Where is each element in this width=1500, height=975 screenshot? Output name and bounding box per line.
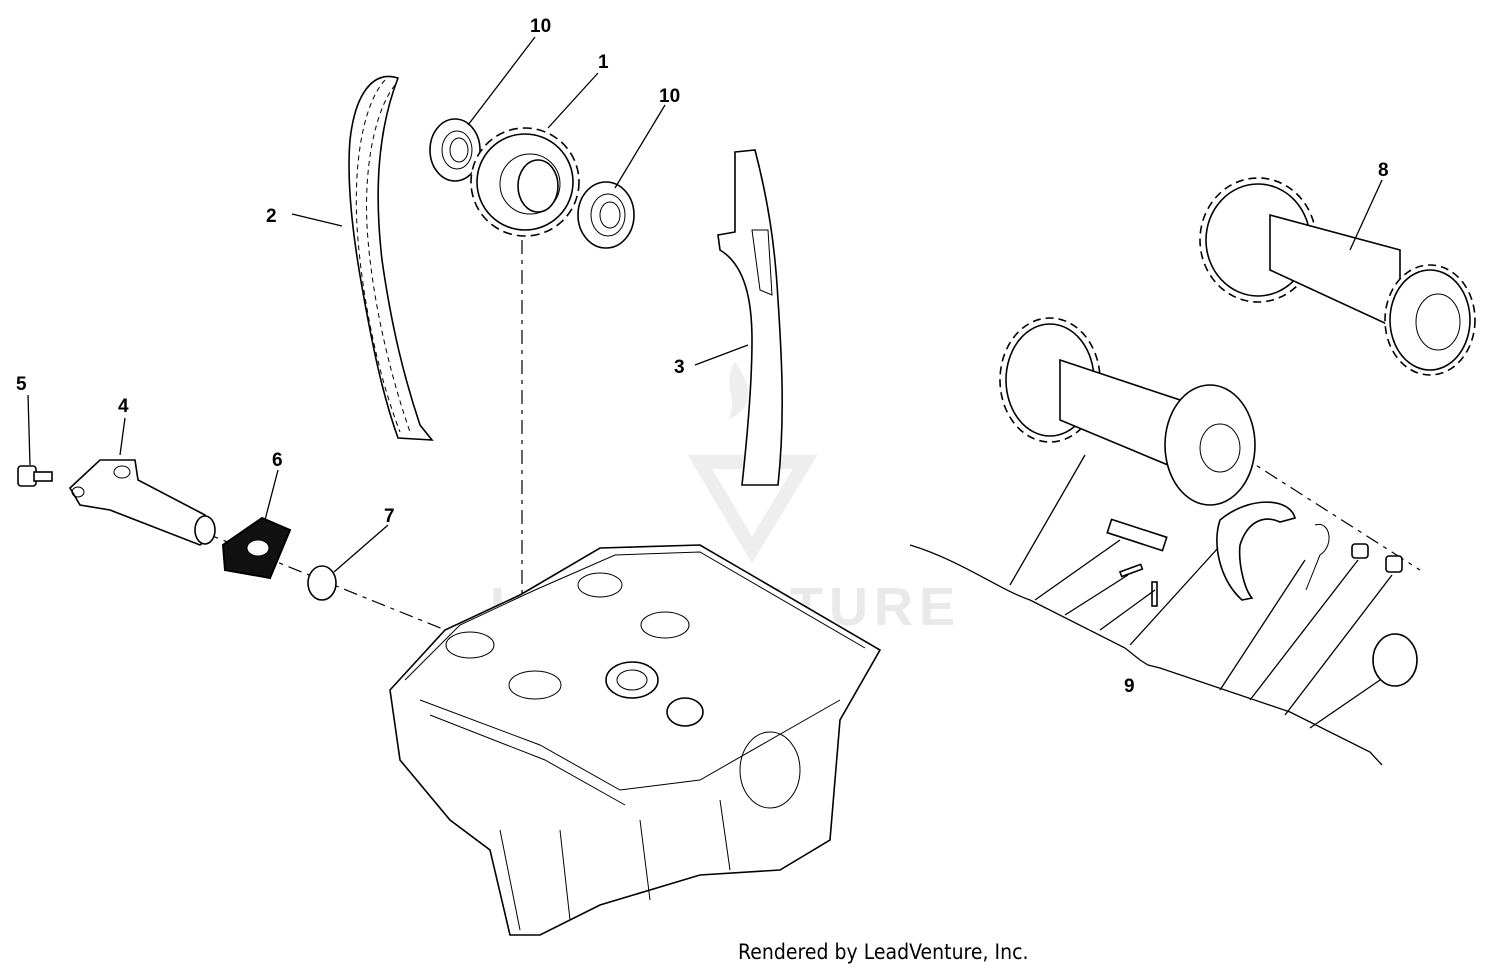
camshaft-lower: [999, 317, 1256, 506]
callout-4: 4: [118, 396, 129, 417]
leader-1: [547, 72, 599, 129]
o-ring: [307, 565, 337, 601]
callout-5: 5: [16, 374, 27, 395]
leader-2: [291, 213, 343, 227]
leader-10a: [467, 36, 536, 126]
bearing-right: [577, 181, 635, 249]
camshaft-upper: [1199, 177, 1476, 376]
chain-tensioner: [68, 459, 216, 546]
leader-3: [694, 344, 749, 366]
callout-10-left: 10: [530, 16, 551, 37]
callout-1: 1: [598, 52, 609, 73]
callout-7: 7: [384, 506, 395, 527]
leader-5: [27, 394, 31, 466]
chain-guide: [717, 149, 783, 486]
rendered-by-footer: Rendered by LeadVenture, Inc.: [738, 940, 1029, 964]
leader-4: [119, 417, 126, 456]
set-bracket-9: [909, 454, 1393, 766]
callout-6: 6: [272, 450, 283, 471]
leader-7: [333, 524, 389, 573]
callout-9: 9: [1124, 676, 1135, 697]
callout-3: 3: [674, 357, 685, 378]
tensioner-bolt: [17, 465, 53, 487]
camshaft-axis-line: [1239, 454, 1421, 571]
tensioner-gasket: [221, 516, 292, 580]
bearing-left: [429, 118, 481, 182]
callout-8: 8: [1378, 160, 1389, 181]
cam-sprocket: [470, 127, 580, 237]
cylinder-head: [389, 544, 882, 936]
callout-2: 2: [266, 206, 277, 227]
leader-6: [264, 469, 279, 521]
tensioner-axis-line: [204, 532, 471, 641]
leader-10b: [614, 104, 666, 189]
timing-chain: [348, 75, 434, 441]
callout-10-right: 10: [659, 86, 680, 107]
decompressor-parts: [1106, 501, 1418, 687]
leader-8: [1349, 179, 1383, 251]
